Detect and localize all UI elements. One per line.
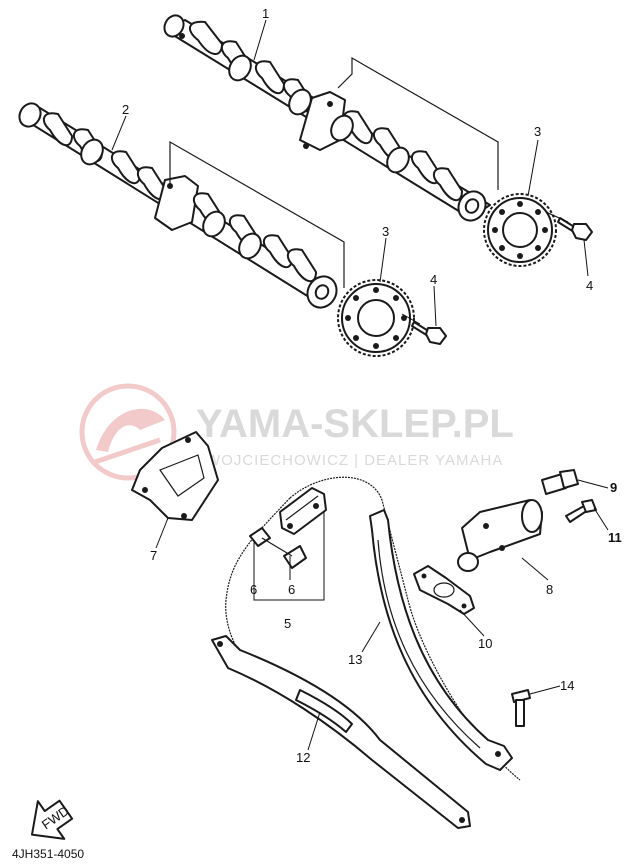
callout-6-right: 6 (288, 582, 295, 597)
cam-sprocket-upper (483, 193, 557, 267)
chain-guide-top (131, 431, 219, 521)
watermark-title: YAMA-SKLEP.PL (196, 402, 514, 446)
leader-1 (253, 19, 267, 61)
callout-3-lower: 3 (382, 224, 389, 239)
leader-12 (307, 711, 321, 751)
leader-4b (433, 285, 437, 327)
leader-9 (577, 479, 609, 489)
callout-8: 8 (546, 582, 553, 597)
watermark-subtitle: WOJCIECHOWICZ | DEALER YAMAHA (206, 452, 503, 469)
reference-line-upper (337, 56, 499, 190)
chain-guide-intake (211, 635, 471, 829)
leader-14 (529, 685, 561, 695)
camshaft-upper (163, 14, 491, 222)
chain-joint-plate (249, 527, 307, 569)
guide-bolt (511, 689, 531, 727)
callout-7: 7 (150, 548, 157, 563)
timing-chain (225, 476, 521, 781)
callout-4-lower: 4 (430, 272, 437, 287)
callout-3-upper: 3 (534, 124, 541, 139)
leader-3b (379, 237, 387, 283)
callout-13: 13 (348, 652, 362, 667)
leader-4a (583, 239, 589, 277)
reference-line-lower (169, 140, 345, 288)
callout-2: 2 (122, 102, 129, 117)
callout-6-left: 6 (250, 582, 257, 597)
callout-1: 1 (262, 6, 269, 21)
callout-4-upper: 4 (586, 278, 593, 293)
callout-12: 12 (296, 750, 310, 765)
chain-joint-link (279, 487, 327, 535)
chain-tensioner (457, 499, 543, 572)
watermark-logo (79, 383, 177, 481)
leader-3a (527, 139, 539, 197)
watermark: YAMA-SKLEP.PL WOJCIECHOWICZ | DEALER YAM… (79, 383, 514, 481)
tensioner-mount-bolt (565, 499, 597, 523)
chain-guide-exhaust (369, 509, 513, 771)
camshaft-lower (18, 102, 338, 309)
tensioner-cap-bolt (541, 469, 579, 495)
callout-11: 11 (608, 530, 622, 545)
callout-5: 5 (284, 616, 291, 631)
leader-11 (593, 507, 609, 531)
fwd-arrow-icon: FWD (30, 799, 74, 840)
leader-2 (111, 115, 127, 151)
leader-10 (459, 609, 485, 637)
callout-14: 14 (560, 678, 574, 693)
callout-10: 10 (478, 636, 492, 651)
cam-sprocket-lower (337, 279, 415, 357)
callout-9: 9 (610, 480, 617, 495)
diagram-code: 4JH351-4050 (12, 847, 84, 861)
sprocket-bolt-lower (411, 321, 447, 345)
leader-7 (155, 517, 169, 549)
sprocket-bolt-upper (557, 217, 593, 241)
tensioner-gasket (413, 565, 475, 615)
leader-8 (521, 557, 549, 581)
leader-13 (361, 621, 381, 653)
